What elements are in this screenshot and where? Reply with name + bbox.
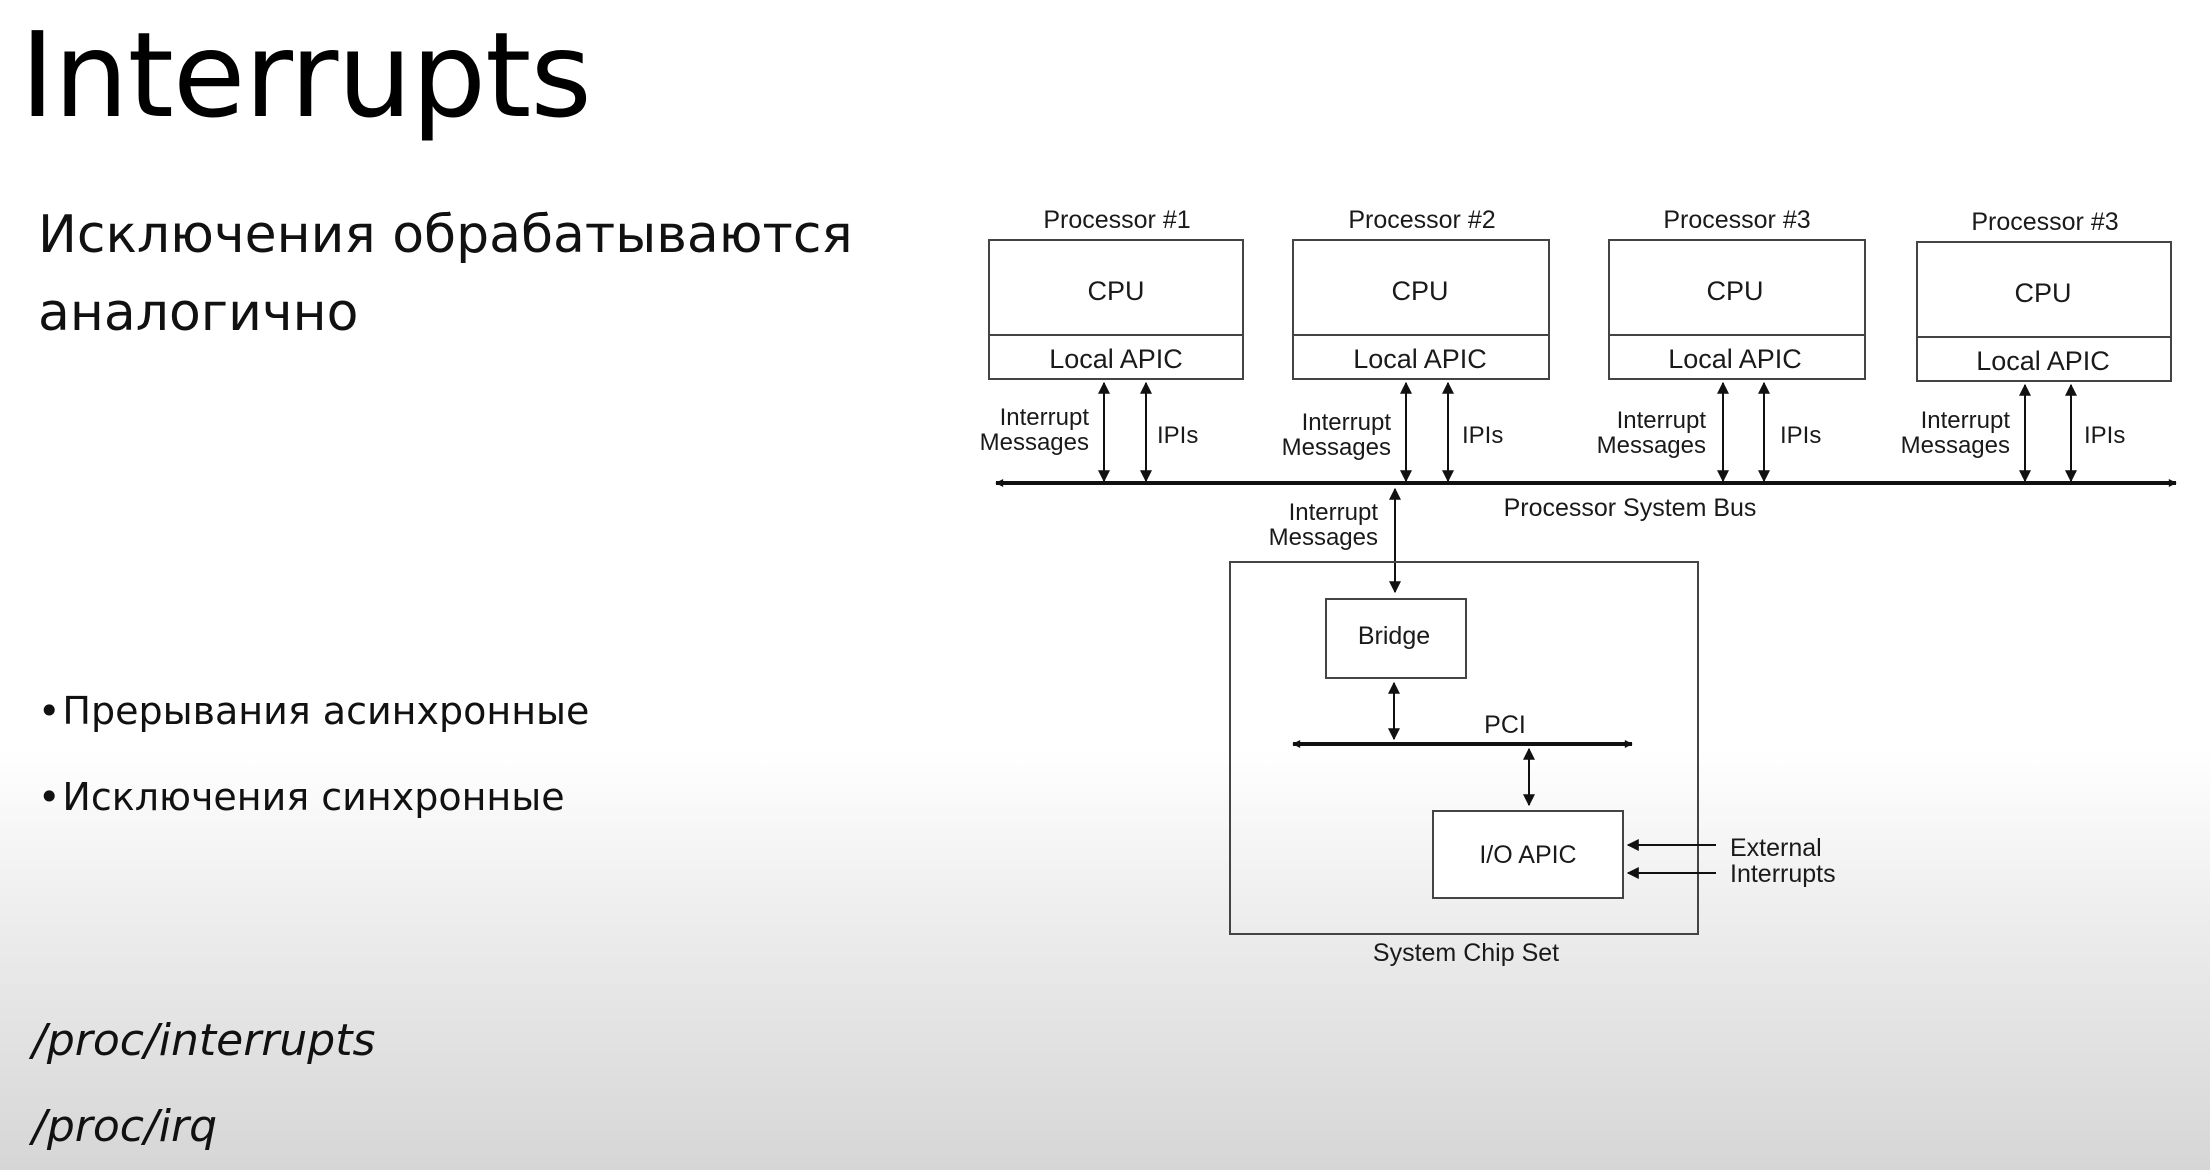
io-apic-label: I/O APIC (1479, 841, 1576, 869)
bullet-dot-icon: • (38, 689, 61, 733)
processor-title: Processor #3 (1663, 206, 1810, 234)
path-proc-interrupts: /proc/interrupts (32, 1015, 376, 1066)
bridge-label: Bridge (1358, 622, 1430, 650)
local-apic-label: Local APIC (1976, 346, 2110, 376)
processor-title: Processor #3 (1971, 208, 2118, 236)
processor-1: Processor #1 CPU Local APIC Interrupt Me… (980, 206, 1244, 483)
local-apic-label: Local APIC (1353, 344, 1487, 374)
io-apic-box (1432, 810, 1624, 899)
interrupt-messages-label: Interrupt (1302, 409, 1392, 436)
bus-label: Processor System Bus (1504, 494, 1757, 522)
processor-2: Processor #2 CPU Local APIC Interrupt Me… (1282, 206, 1550, 483)
interrupt-messages-label: Messages (1269, 524, 1378, 551)
path-proc-irq: /proc/irq (32, 1101, 218, 1152)
slide-subtitle: Исключения обрабатываются аналогично (38, 205, 853, 343)
slide-title: Interrupts (20, 6, 592, 144)
interrupt-messages-label: Messages (1901, 432, 2010, 459)
cpu-box (1292, 239, 1550, 336)
processor-4: Processor #3 CPU Local APIC Interrupt Me… (1901, 208, 2172, 483)
interrupt-messages-label: Messages (1597, 432, 1706, 459)
local-apic-label: Local APIC (1049, 344, 1183, 374)
ipis-label: IPIs (1780, 422, 1821, 449)
processor-title: Processor #2 (1348, 206, 1495, 234)
proc-paths: /proc/interrupts /proc/irq (32, 998, 375, 1170)
bullet-list: •Прерывания асинхронные •Исключения синх… (38, 668, 589, 840)
interrupt-messages-label: Interrupt (1000, 404, 1090, 431)
pci-label: PCI (1484, 711, 1526, 739)
local-apic-box (1608, 334, 1866, 380)
external-interrupts-label: Interrupts (1730, 860, 1836, 888)
local-apic-box (1916, 336, 2172, 382)
processor-title: Processor #1 (1043, 206, 1190, 234)
local-apic-box (988, 334, 1244, 380)
bullet-dot-icon: • (38, 775, 61, 819)
bullet-item: •Исключения синхронные (38, 754, 589, 840)
processor-3: Processor #3 CPU Local APIC Interrupt Me… (1597, 206, 1866, 483)
cpu-label: CPU (1706, 276, 1763, 306)
bullet-text: Прерывания асинхронные (62, 689, 590, 733)
interrupt-messages-label: Interrupt (1921, 407, 2011, 434)
local-apic-box (1292, 334, 1550, 380)
system-chip-set-box (1229, 561, 1699, 935)
external-interrupts-label: External (1730, 834, 1822, 862)
interrupt-messages-label: Interrupt (1617, 407, 1707, 434)
cpu-label: CPU (1391, 276, 1448, 306)
local-apic-label: Local APIC (1668, 344, 1802, 374)
bullet-text: Исключения синхронные (62, 775, 565, 819)
interrupt-messages-label: Messages (980, 429, 1089, 456)
chipset-label: System Chip Set (1373, 939, 1559, 967)
bridge-box (1325, 598, 1467, 679)
bullet-item: •Прерывания асинхронные (38, 668, 589, 754)
interrupt-messages-label: Interrupt (1289, 499, 1379, 526)
ipis-label: IPIs (1462, 422, 1503, 449)
cpu-box (988, 239, 1244, 336)
ipis-label: IPIs (1157, 422, 1198, 449)
cpu-label: CPU (2014, 278, 2071, 308)
cpu-box (1916, 241, 2172, 338)
ipis-label: IPIs (2084, 422, 2125, 449)
interrupt-messages-label: Messages (1282, 434, 1391, 461)
cpu-box (1608, 239, 1866, 336)
cpu-label: CPU (1087, 276, 1144, 306)
